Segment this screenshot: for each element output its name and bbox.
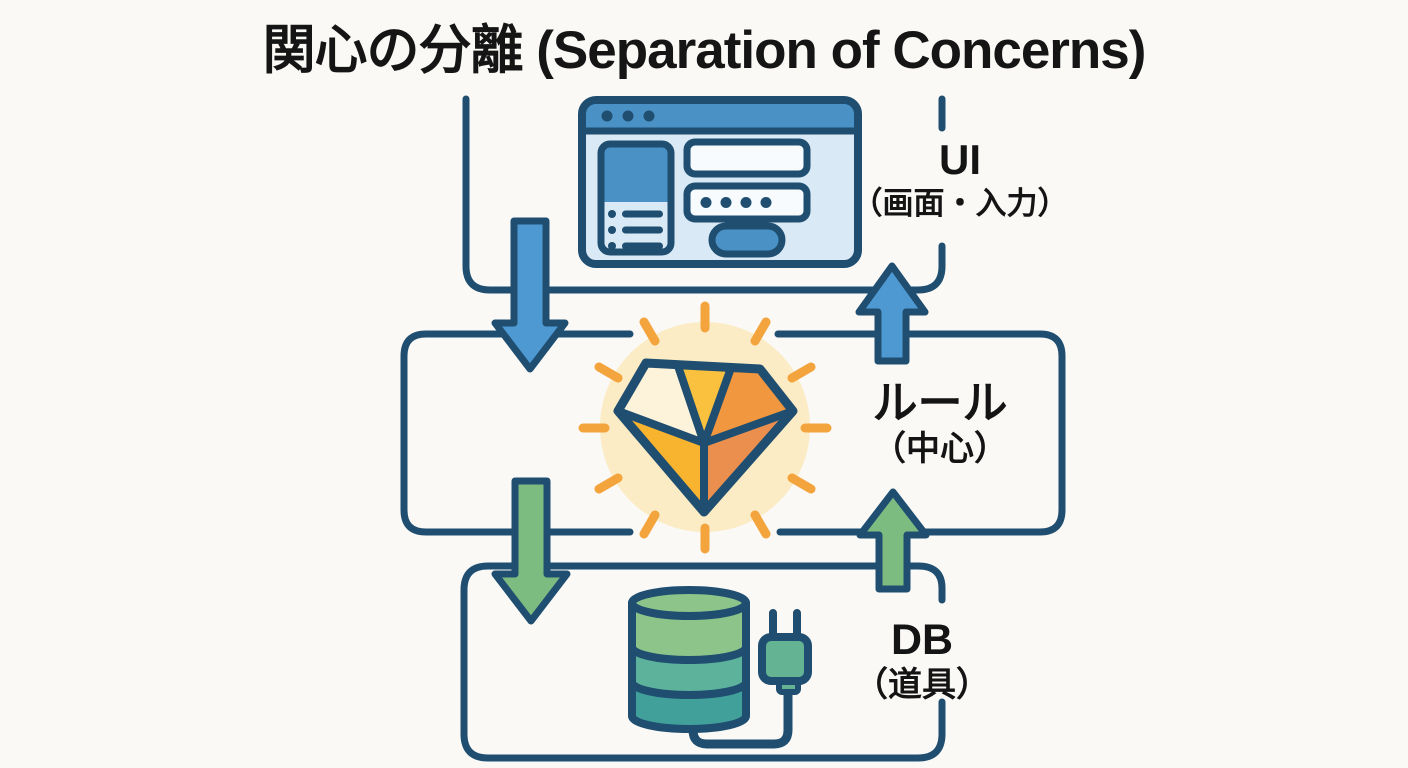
ui-layer-box: [462, 95, 946, 294]
plug-body: [758, 633, 812, 685]
ui-layer-subtitle: （画面・入力）: [851, 186, 1069, 222]
browser-window-icon: [578, 96, 862, 268]
db-layer-subtitle: （道具）: [854, 666, 990, 705]
db-outline: [628, 599, 750, 733]
plug-cable: [688, 685, 793, 749]
diamond-gem-icon: [578, 301, 832, 554]
db-layer-label: DB （道具）: [792, 616, 1052, 704]
rules-layer-box: [400, 330, 1066, 536]
ui-layer-label: UI （画面・入力）: [830, 136, 1090, 222]
gem-outline: [613, 358, 798, 517]
rules-layer-name: ルール: [872, 377, 1008, 428]
db-band-dividers: [628, 643, 750, 699]
browser-submit-button: [708, 222, 786, 258]
browser-window-dots: [601, 110, 655, 122]
browser-password-dots: [700, 197, 772, 208]
gem-rays: [578, 301, 832, 554]
ui-layer-name: UI: [939, 136, 981, 183]
gem-facet-crown-mid: [678, 366, 731, 443]
page-title: 関心の分離 (Separation of Concerns): [262, 21, 1147, 80]
db-layer-box: [460, 562, 946, 762]
arrow-ui-to-rules: [491, 217, 569, 373]
browser-sidebar-hero: [601, 144, 671, 202]
browser-text-field: [683, 138, 811, 178]
browser-titlebar: [582, 100, 858, 131]
database-plug-icon: [628, 586, 812, 749]
arrow-db-to-rules: [856, 488, 930, 593]
rules-layer-label: ルール （中心）: [810, 377, 1070, 469]
gem-facet-lines: [614, 362, 797, 516]
rules-layer-subtitle: （中心）: [872, 430, 1008, 469]
browser-sidebar-list: [608, 210, 663, 250]
arrow-rules-to-db: [491, 477, 571, 625]
db-top-lid: [628, 586, 750, 620]
browser-sidebar: [597, 140, 675, 256]
arrow-rules-to-ui: [855, 262, 929, 365]
browser-frame: [578, 96, 862, 268]
db-layer-name: DB: [890, 616, 954, 664]
